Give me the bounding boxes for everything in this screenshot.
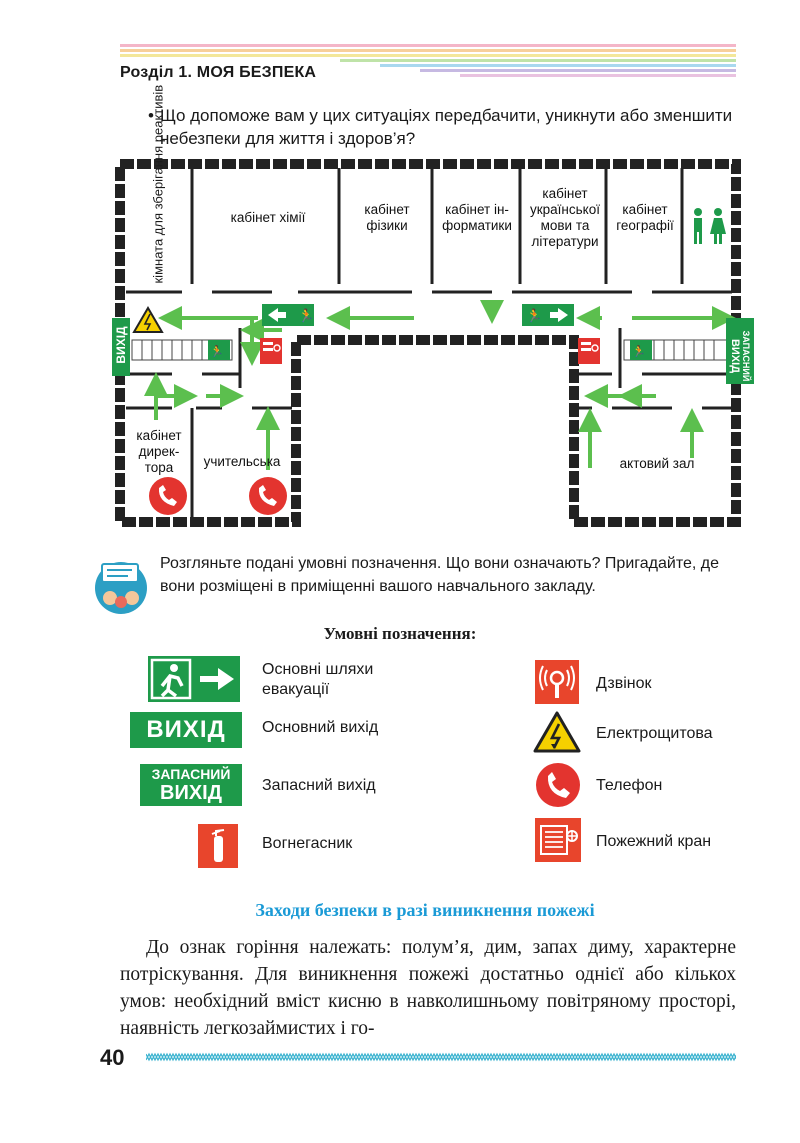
spare-exit-sign: ЗАПАСНИЙ ВИХІД — [726, 318, 754, 384]
section-title: Розділ 1. МОЯ БЕЗПЕКА — [120, 64, 317, 81]
bell-icon — [535, 660, 579, 704]
svg-text:🏃: 🏃 — [298, 308, 314, 324]
spare-exit-sign-line1: ЗАПАСНИЙ — [151, 766, 231, 782]
fire-section-title: Заходи безпеки в разі виникнення пожежі — [255, 900, 595, 920]
main-exit-text: ВИХІД — [114, 326, 128, 364]
room-director-label: кабінет дирек- тора — [126, 428, 192, 476]
legend-main-exit-label: Основний вихід — [262, 719, 379, 736]
legend-phone-label: Телефон — [596, 777, 663, 794]
question-paragraph: • Що допоможе вам у цих ситуаціях передб… — [148, 104, 740, 150]
room-director-line1: кабінет — [136, 428, 182, 443]
discussion-icon — [95, 562, 147, 614]
legend-evacuation-label: Основні шляхи евакуації — [262, 661, 374, 698]
legend-bell-label: Дзвінок — [596, 675, 652, 692]
phone-icon-director — [149, 477, 187, 515]
legend-extinguisher-label: Вогнегасник — [262, 835, 353, 852]
phone-icon-teachers — [249, 477, 287, 515]
phone-legend-icon — [536, 763, 580, 807]
spare-exit-sign-line2: ВИХІД — [160, 782, 222, 804]
spare-exit-text-1: ЗАПАСНИЙ — [741, 330, 751, 382]
floor-plan-drawing: 🏃 🏃 🏃 🏃 — [115, 159, 741, 527]
footer-decoration — [146, 1052, 736, 1062]
main-exit-sign-icon: ВИХІД — [130, 712, 242, 748]
room-director-line2: дирек- — [138, 444, 180, 459]
room-ukrainian-label: кабінет української мови та літератури — [530, 186, 600, 249]
main-exit-sign: ВИХІД — [112, 318, 130, 376]
spare-exit-sign-icon: ЗАПАСНИЙ ВИХІД — [140, 764, 242, 806]
discussion-text: Розгляньте подані умовні позначення. Що … — [160, 555, 719, 595]
spare-exit-text-2: ВИХІД — [729, 338, 741, 374]
legend-electric-label: Електрощитова — [596, 725, 713, 742]
legend-spare-exit-label: Запасний вихід — [262, 777, 376, 794]
room-physics-label: кабінет фізики — [364, 202, 410, 233]
exit-sign-stairs-right: 🏃 — [630, 340, 652, 360]
room-storage-label: кімната для зберігання реактивів — [150, 84, 166, 284]
evacuation-arrows — [144, 300, 736, 470]
room-director-line3: тора — [144, 460, 174, 475]
header-decoration — [120, 44, 736, 86]
fire-hydrant-legend-icon — [535, 818, 581, 862]
room-hall-label: актовий зал — [619, 456, 695, 471]
exit-sign-stairs-left: 🏃 — [208, 340, 230, 360]
room-geography-label: кабінет географії — [616, 202, 674, 233]
evacuation-floor-plan: 🏃 🏃 🏃 🏃 — [112, 84, 754, 530]
fire-extinguisher-icon — [198, 824, 238, 868]
room-chemistry-label: кабінет хімії — [230, 210, 306, 225]
electric-warning-legend-icon — [533, 711, 581, 753]
exit-sign-corridor-right: 🏃 — [522, 304, 574, 326]
svg-text:🏃: 🏃 — [526, 308, 542, 324]
bullet: • — [148, 106, 154, 125]
question-text: Що допоможе вам у цих ситуаціях передбач… — [160, 106, 733, 148]
room-informatics-line2: форматики — [442, 218, 512, 233]
fire-section-text: До ознак горіння належать: полум’я, дим,… — [120, 937, 736, 1039]
room-teachers-label: учительська — [203, 454, 281, 469]
exit-sign-corridor-left: 🏃 — [262, 304, 314, 326]
room-informatics-line1: кабінет ін- — [445, 202, 509, 217]
legend-title: Умовні позначення: — [323, 624, 477, 643]
svg-text:🏃: 🏃 — [210, 345, 224, 358]
svg-text:🏃: 🏃 — [632, 345, 646, 358]
legend-hydrant-label: Пожежний кран — [596, 833, 712, 850]
page-number: 40 — [100, 1045, 125, 1070]
fire-hydrant-icon-right — [578, 338, 600, 364]
room-informatics-label: кабінет ін- форматики — [434, 202, 520, 234]
fire-hydrant-icon-left — [260, 338, 282, 364]
toilet-icon — [694, 208, 726, 244]
evacuation-sign-icon — [148, 656, 240, 702]
electric-warning-icon — [132, 306, 164, 333]
